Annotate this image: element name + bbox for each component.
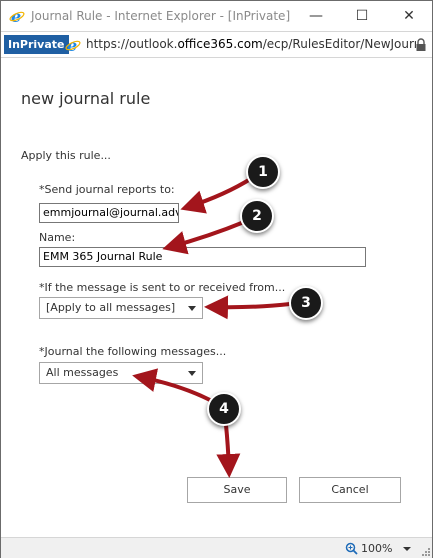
step-badge-2: 2: [240, 199, 274, 233]
name-input[interactable]: EMM 365 Journal Rule: [39, 247, 366, 267]
resize-grip-icon[interactable]: [421, 547, 430, 556]
chevron-down-icon: [188, 306, 196, 311]
url-field[interactable]: https://outlook.office365.com/ecp/RulesE…: [86, 37, 416, 51]
chevron-down-icon: [188, 371, 196, 376]
save-button[interactable]: Save: [187, 477, 287, 503]
minimize-icon: —: [309, 8, 323, 24]
page-favicon-icon: e: [65, 37, 81, 53]
url-prefix: https://outlook.: [86, 37, 178, 51]
cancel-button[interactable]: Cancel: [299, 477, 401, 503]
step-badge-3: 3: [289, 286, 323, 320]
zoom-icon: [345, 542, 358, 555]
journal-label: *Journal the following messages...: [39, 345, 227, 358]
journal-select[interactable]: All messages: [39, 362, 203, 384]
section-heading: Apply this rule...: [21, 149, 111, 162]
name-label: Name:: [39, 231, 76, 244]
close-icon: ✕: [403, 8, 415, 24]
inprivate-badge: InPrivate: [4, 35, 69, 54]
address-bar: InPrivate e https://outlook.office365.co…: [1, 31, 432, 58]
condition-select-value: [Apply to all messages]: [46, 301, 176, 314]
dialog-content: new journal rule Apply this rule... *Sen…: [1, 59, 432, 537]
maximize-icon: ☐: [355, 8, 369, 24]
url-path: /ecp/RulesEditor/NewJournalRu: [262, 37, 416, 51]
window-title: Journal Rule - Internet Explorer - [InPr…: [31, 9, 291, 23]
condition-select[interactable]: [Apply to all messages]: [39, 297, 203, 319]
chevron-down-icon[interactable]: [403, 547, 411, 551]
status-bar: 100%: [1, 537, 432, 558]
svg-text:e: e: [11, 8, 21, 24]
internet-explorer-icon: e: [9, 8, 25, 24]
step-badge-1: 1: [246, 155, 280, 189]
maximize-button[interactable]: ☐: [339, 1, 385, 31]
svg-text:e: e: [67, 37, 77, 53]
url-domain: office365.com: [177, 37, 263, 51]
journal-select-value: All messages: [46, 366, 119, 379]
send-reports-label: *Send journal reports to:: [39, 183, 175, 196]
send-reports-input[interactable]: emmjournal@journal.adv: [39, 203, 179, 223]
page-title: new journal rule: [21, 89, 151, 108]
lock-icon: [416, 38, 426, 51]
condition-label: *If the message is sent to or received f…: [39, 281, 286, 294]
title-bar: e Journal Rule - Internet Explorer - [In…: [1, 1, 432, 31]
close-button[interactable]: ✕: [386, 1, 432, 31]
step-badge-4: 4: [207, 392, 241, 426]
minimize-button[interactable]: —: [293, 1, 339, 31]
zoom-level[interactable]: 100%: [361, 542, 393, 555]
